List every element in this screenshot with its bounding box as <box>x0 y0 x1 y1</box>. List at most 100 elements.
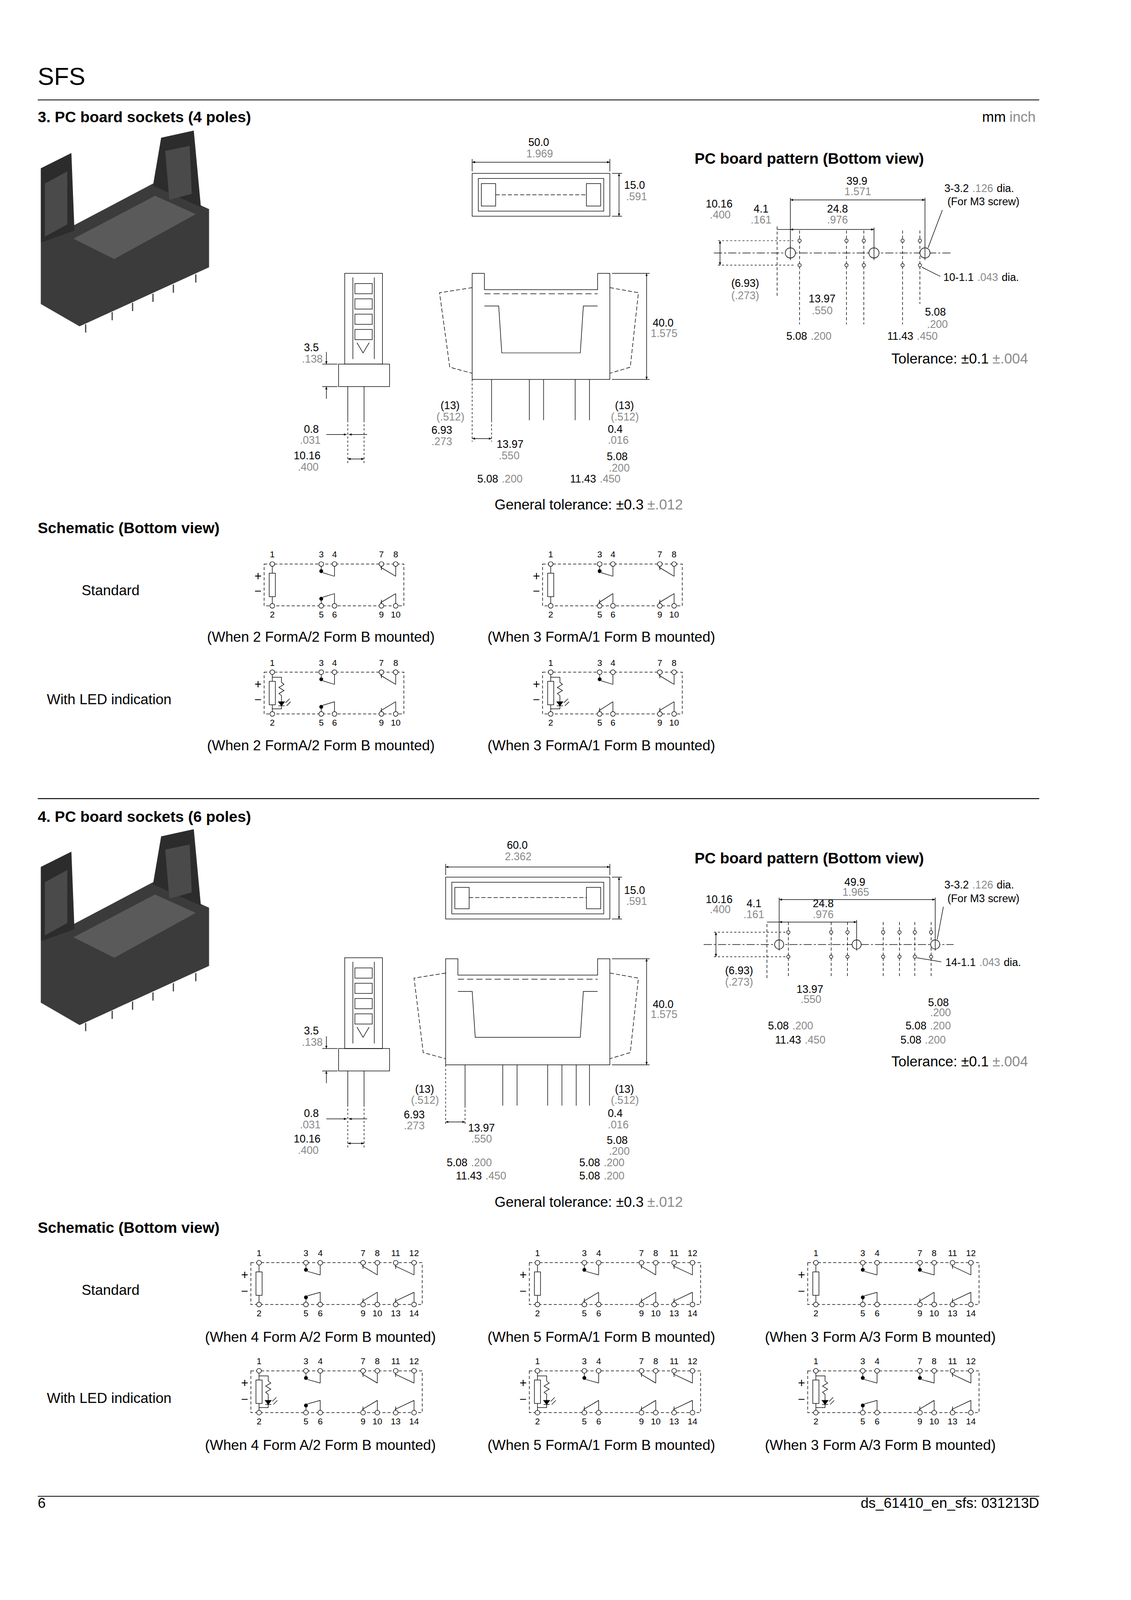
inch-dimension: .450 <box>599 472 621 486</box>
dimension-text: 4.1 <box>753 202 769 216</box>
outline-drawing <box>829 930 833 934</box>
outline-drawing <box>338 363 390 387</box>
pin-number: 6 <box>610 609 616 620</box>
inch-dimension: 1.571 <box>844 185 872 198</box>
outline-drawing <box>586 887 601 909</box>
outline-drawing <box>646 958 647 1065</box>
pin-terminal <box>581 1410 587 1415</box>
outline-drawing <box>322 386 338 387</box>
outline-drawing <box>347 386 348 421</box>
pin-number: 4 <box>874 1356 880 1367</box>
relay-schematic <box>250 1368 423 1415</box>
pin-number: 14 <box>965 1308 976 1319</box>
dimension-text: 5.08 <box>767 1019 789 1033</box>
pin-number: 1 <box>548 658 554 669</box>
contact-blade <box>601 680 613 685</box>
pin-terminal <box>318 603 324 608</box>
outline-drawing <box>363 420 365 463</box>
pin-number: 7 <box>360 1248 366 1259</box>
outline-drawing <box>937 906 944 940</box>
dimension-text: 50.0 <box>528 136 550 149</box>
coil-symbol <box>547 573 554 597</box>
pin-number: 12 <box>409 1356 419 1367</box>
pin-number: 8 <box>393 658 399 669</box>
dimension-text: dia. <box>996 182 1015 195</box>
pin-terminal <box>256 1302 262 1307</box>
caption-text: (When 2 FormA/2 Form B mounted) <box>207 737 435 754</box>
pin-terminal <box>303 1302 309 1307</box>
inch-dimension: (.273) <box>731 289 759 302</box>
outline-drawing <box>464 1064 466 1106</box>
pin-terminal <box>411 1368 417 1373</box>
pin-number: 11 <box>948 1248 958 1259</box>
pin-terminal <box>581 1260 587 1265</box>
outline-drawing <box>713 252 951 254</box>
contact-blade <box>307 1379 321 1384</box>
pin-terminal <box>534 1368 540 1373</box>
outline-drawing <box>357 342 370 353</box>
contact-dot <box>304 1295 308 1299</box>
contact-blade <box>322 593 335 597</box>
outline-drawing <box>589 1064 590 1106</box>
inch-dimension: .200 <box>929 1019 951 1033</box>
polarity-sign: − <box>798 1284 806 1299</box>
dimension-text: 0.4 <box>607 1107 623 1120</box>
pin-terminal <box>317 1410 323 1415</box>
outline-drawing <box>916 957 942 962</box>
dimension-text: (For M3 screw) <box>947 892 1020 905</box>
pin-terminal <box>690 1302 695 1307</box>
rule-line <box>37 99 1040 101</box>
pin-number: 1 <box>269 549 275 560</box>
pin-number: 3 <box>597 549 603 560</box>
outline-drawing <box>786 930 790 934</box>
outline-drawing <box>586 183 601 207</box>
outline-drawing <box>472 161 610 163</box>
contact-blade <box>864 1291 877 1296</box>
light-arrow <box>829 1397 834 1402</box>
outline-drawing <box>347 458 365 460</box>
contact-blade <box>394 1400 414 1410</box>
pin-number: 9 <box>657 609 663 620</box>
socket-photo <box>152 293 154 302</box>
led-lead <box>550 677 561 683</box>
contact-dot <box>861 1403 865 1407</box>
pin-terminal <box>671 1302 677 1307</box>
pin-terminal <box>860 1260 866 1265</box>
contact-blade <box>362 1291 378 1302</box>
pin-terminal <box>360 1260 366 1265</box>
pin-terminal <box>638 1302 644 1307</box>
outline-drawing <box>914 922 915 978</box>
dimension-text: 10.16 <box>293 1132 321 1146</box>
outline-drawing <box>472 173 610 217</box>
pin-terminal <box>917 1260 923 1265</box>
pin-terminal <box>374 1302 380 1307</box>
pin-terminal <box>269 669 275 675</box>
pin-terminal <box>393 603 399 608</box>
pin-number: 12 <box>687 1356 698 1367</box>
inch-dimension: .450 <box>916 330 938 343</box>
dimension-text: 11.43 <box>456 1169 483 1183</box>
socket-photo <box>131 302 134 312</box>
pin-terminal <box>813 1368 819 1373</box>
socket-outline <box>529 1262 701 1305</box>
outline-drawing <box>719 240 721 266</box>
contact-blade <box>864 1271 877 1275</box>
pin-number: 8 <box>931 1356 937 1367</box>
outline-drawing <box>774 930 940 959</box>
inch-dimension: .200 <box>471 1156 493 1169</box>
outline-drawing <box>445 1064 447 1126</box>
section-heading: PC board pattern (Bottom view) <box>694 849 924 868</box>
outline-drawing <box>348 434 368 435</box>
contact-blade <box>951 1265 971 1275</box>
contact-blade <box>918 1291 935 1302</box>
section-heading: Schematic (Bottom view) <box>37 1219 220 1237</box>
led-lead <box>268 1394 269 1401</box>
inch-dimension: .200 <box>608 1145 630 1158</box>
inch-dimension: .591 <box>626 895 648 908</box>
contact-dot <box>319 569 323 573</box>
outline-drawing <box>363 386 365 421</box>
outline-drawing <box>717 264 796 266</box>
outline-drawing <box>354 329 373 340</box>
socket-photo <box>73 195 196 260</box>
